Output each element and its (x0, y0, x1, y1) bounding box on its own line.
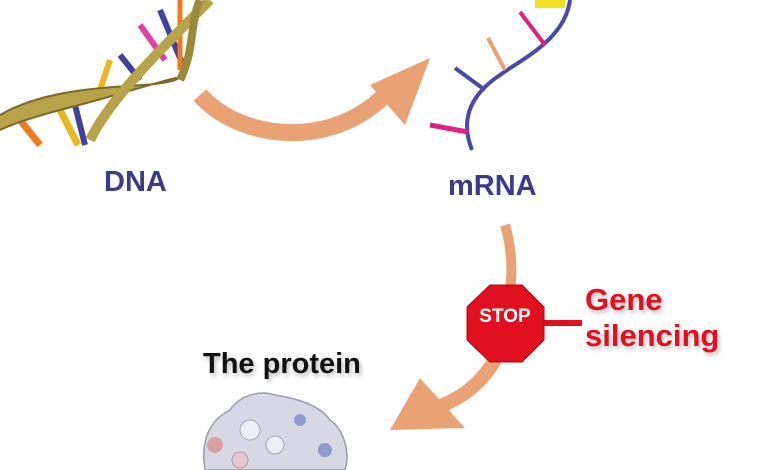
protein-label: The protein (203, 348, 361, 380)
protein-structure-icon (203, 392, 348, 470)
dna-helix-icon (0, 0, 214, 148)
stop-sign-icon (466, 284, 545, 363)
mrna-label: mRNA (448, 170, 537, 202)
gene-silencing-label: Gene silencing (585, 282, 719, 354)
mrna-strand-icon (429, 0, 572, 151)
stop-sign-label: STOP (479, 306, 531, 327)
dna-label: DNA (104, 166, 167, 198)
gene-silencing-line1: Gene (585, 282, 663, 317)
gene-silencing-line2: silencing (585, 318, 720, 353)
transcription-arrow-icon (193, 58, 430, 141)
